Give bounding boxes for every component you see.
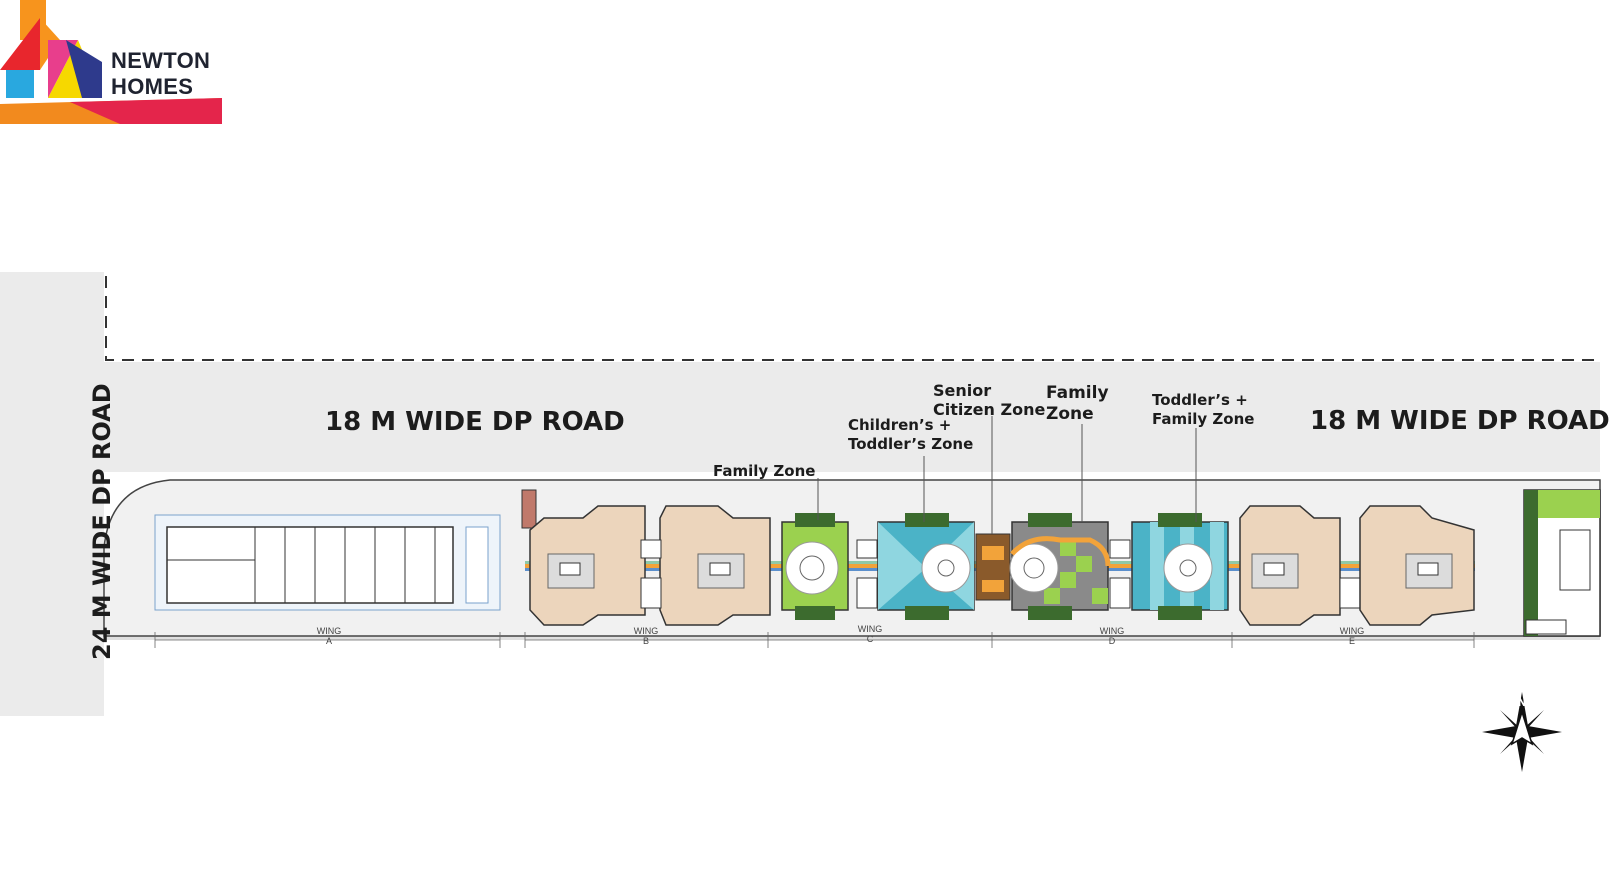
wing-e-text: WING [1339, 626, 1365, 636]
zone-label-childrens-line1: Children’s + [848, 416, 952, 434]
zone-label-family: Family Zone [713, 462, 815, 481]
zone-label-childrens-toddlers: Children’s + Toddler’s Zone [848, 416, 973, 454]
wing-label-d: WING D [1092, 626, 1132, 646]
road-label-top-left: 18 M WIDE DP ROAD [325, 407, 625, 437]
wing-d-letter: D [1108, 636, 1116, 646]
compass-north-label: N [1517, 696, 1526, 709]
road-label-top-right: 18 M WIDE DP ROAD [1310, 406, 1610, 436]
north-compass-icon: N [1480, 690, 1564, 774]
wing-a-block [154, 489, 537, 611]
wing-c-text: WING [857, 624, 883, 634]
brand-name: NEWTON HOMES [111, 48, 210, 100]
zone-label-senior-line1: Senior [933, 381, 992, 400]
wing-c-family-zone [781, 513, 849, 620]
wing-a-letter: A [325, 636, 332, 646]
plot-boundary [105, 276, 1600, 361]
wing-label-e: WING E [1332, 626, 1372, 646]
brand-name-line1: NEWTON [111, 48, 211, 73]
zone-label-childrens-line2: Toddler’s Zone [848, 435, 974, 453]
zone-label-family-2: Family Zone [1046, 383, 1109, 425]
wing-dimension-lines [154, 632, 1475, 648]
entry-block [1523, 489, 1601, 637]
left-road-surface [0, 272, 104, 716]
wing-c-childrens-zone [856, 513, 975, 620]
newton-homes-logo: NEWTON HOMES [0, 0, 230, 130]
wing-b-building-2 [640, 505, 771, 626]
wing-a-text: WING [316, 626, 342, 636]
logo-mark [0, 0, 222, 124]
zone-label-toddlers-line1: Toddler’s + [1152, 391, 1248, 409]
wing-label-b: WING B [626, 626, 666, 646]
zone-label-family2-line1: Family [1046, 383, 1109, 403]
wing-b-letter: B [642, 636, 649, 646]
wing-d-text: WING [1099, 626, 1125, 636]
top-road-surface [104, 362, 1600, 472]
wing-e-building-1 [1239, 505, 1361, 626]
zone-label-toddlers-line2: Family Zone [1152, 410, 1255, 428]
wing-d-toddler-zone [1131, 513, 1229, 620]
wing-b-building-1 [529, 505, 646, 626]
wing-b-text: WING [633, 626, 659, 636]
wing-e-letter: E [1348, 636, 1355, 646]
zone-label-senior-citizen: Senior Citizen Zone [933, 381, 1045, 419]
wing-label-c: WING C [850, 624, 890, 644]
wing-d-family-zone [1009, 513, 1131, 620]
wing-c-letter: C [866, 634, 874, 644]
zone-label-family2-line2: Zone [1046, 404, 1094, 424]
zone-label-senior-line2: Citizen Zone [933, 400, 1046, 419]
wing-e-building-2 [1359, 505, 1475, 626]
zone-label-toddlers-family: Toddler’s + Family Zone [1152, 391, 1254, 429]
brand-name-line2: HOMES [111, 74, 194, 99]
zone-leader-lines [817, 416, 1197, 534]
road-label-left: 24 M WIDE DP ROAD [88, 383, 116, 660]
senior-citizen-zone [975, 533, 1011, 601]
zone-label-family-line1: Family Zone [713, 462, 816, 480]
wing-label-a: WING A [309, 626, 349, 646]
